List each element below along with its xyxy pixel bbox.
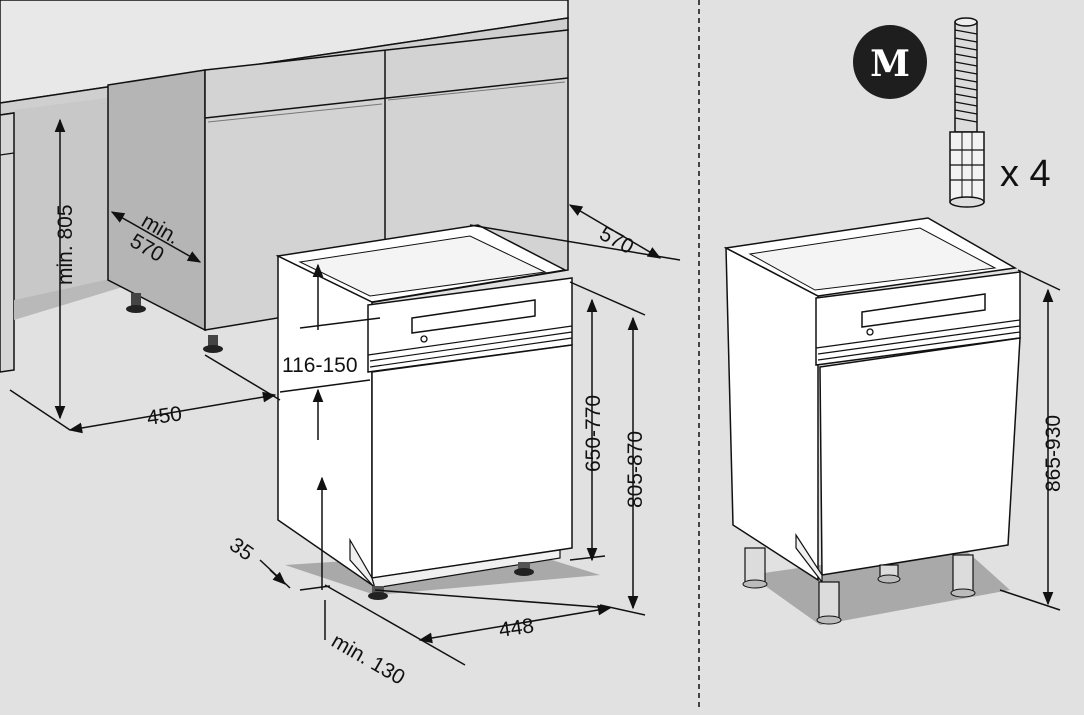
top-gap-label: 116-150 [282,354,358,377]
door-height-label: 650-770 [582,395,605,472]
feet-quantity-label: x 4 [1000,153,1051,195]
m-badge: M [853,25,927,99]
plinth-height-label: min. 130 [328,629,409,689]
niche-height-label: min. 805 [54,204,77,285]
niche-width-label: 450 [145,402,183,430]
dishwasher-left [275,224,600,600]
plinth-offset-label: 35 [225,533,257,565]
dishwasher-right [723,217,1021,625]
svg-text:M: M [870,43,910,85]
unit-width-label: 448 [497,614,535,642]
adjustable-foot-icon [949,17,985,208]
right-dimension-lines [999,269,1061,611]
unit-depth-label: 570 [596,222,638,259]
unit-height-right-label: 865-930 [1042,415,1065,492]
left-dimension-lines [9,118,681,666]
unit-height-label: 805-870 [624,431,647,508]
